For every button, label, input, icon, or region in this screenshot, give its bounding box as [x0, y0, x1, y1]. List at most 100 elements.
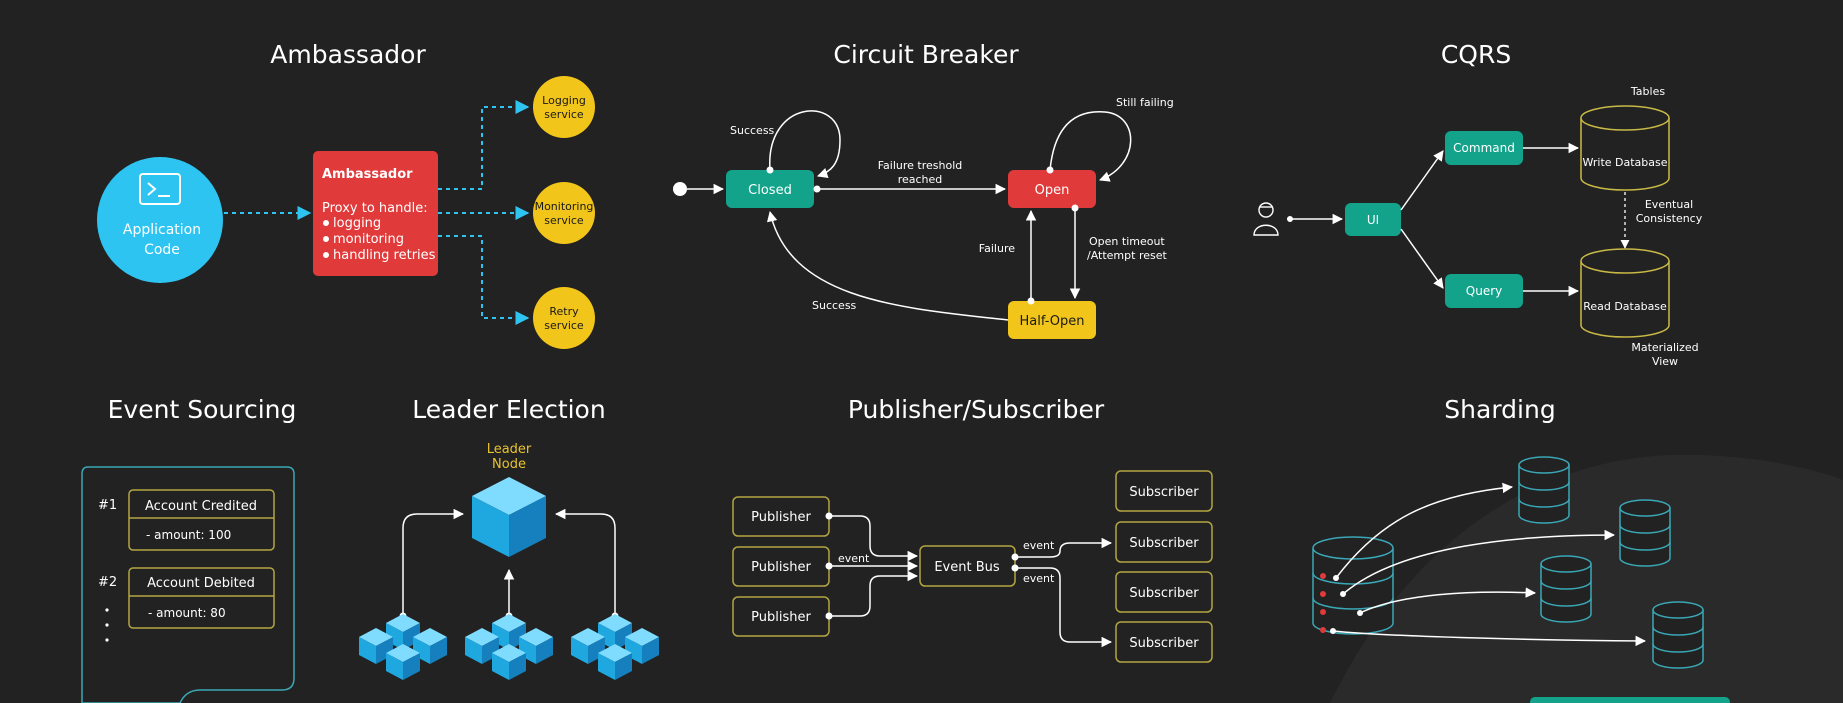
sharding-title: Sharding: [1444, 395, 1555, 424]
ambassador-section: Ambassador Application Code Ambassador P…: [97, 40, 595, 349]
event-log-document: [81, 466, 295, 703]
subscriber-label-4: Subscriber: [1129, 636, 1199, 651]
ambassador-bullet-logging: logging: [333, 216, 381, 231]
retry-service-node: [533, 287, 595, 349]
terminal-icon: [139, 173, 181, 205]
node-cluster-right: [571, 614, 659, 680]
monitoring-service-label-2: service: [544, 214, 584, 227]
logging-service-label-2: service: [544, 108, 584, 121]
loop-dot: [766, 166, 774, 174]
publisher-1-arrow: [829, 515, 919, 562]
materialized-label-1: Materialized: [1631, 341, 1698, 354]
user-icon: [1253, 202, 1279, 236]
event-1-number: #1: [98, 498, 117, 513]
bus-to-sub-4-arrow: [1015, 567, 1113, 648]
subscriber-box-3: [1115, 571, 1213, 613]
half-open-to-closed-arrow: [766, 210, 1009, 321]
edge-dot: [825, 562, 833, 570]
ambassador-bullet-monitoring: monitoring: [333, 232, 404, 247]
ellipsis-dot: [105, 638, 109, 642]
monitoring-service-label-1: Monitoring: [535, 200, 594, 213]
edge-dot: [1011, 564, 1019, 572]
success-top-label: Success: [730, 124, 775, 137]
publisher-3-arrow: [829, 570, 919, 617]
node-cluster-left: [359, 614, 447, 680]
half-open-label: Half-Open: [1020, 314, 1085, 329]
event-out-label-2: event: [1023, 572, 1055, 585]
edge-dot: [1027, 297, 1035, 305]
shard-database-icon-1: [1518, 456, 1570, 524]
eventual-label-1: Eventual: [1645, 198, 1693, 211]
pubsub-title: Publisher/Subscriber: [848, 395, 1105, 424]
event-out-label-1: event: [1023, 539, 1055, 552]
leader-node-cube: [472, 477, 546, 557]
ui-to-command-arrow: [1400, 150, 1444, 211]
shard-key-dot: [1320, 609, 1326, 615]
edge-dot: [1330, 628, 1336, 634]
shard-key-dot: [1320, 591, 1326, 597]
subscriber-box-4: [1115, 621, 1213, 663]
shard-database-icon-4: [1652, 601, 1704, 669]
edge-dot: [1071, 204, 1079, 212]
main-database-icon: [1312, 536, 1394, 635]
write-database-label: Write Database: [1582, 156, 1667, 169]
node-cluster-center: [465, 614, 553, 680]
closed-label: Closed: [748, 183, 792, 198]
cqrs-section: CQRS UI Command Query Tables Write Datab…: [1253, 40, 1703, 368]
edge-dot: [813, 185, 821, 193]
event-bus-label: Event Bus: [934, 560, 1000, 575]
edge-dot: [1340, 591, 1346, 597]
application-code-label-1: Application: [123, 222, 201, 238]
closed-state: [726, 170, 814, 208]
eventual-label-2: Consistency: [1636, 212, 1703, 225]
open-timeout-label-2: /Attempt reset: [1087, 249, 1167, 262]
ui-node: [1345, 203, 1401, 236]
subscriber-label-3: Subscriber: [1129, 586, 1199, 601]
edge-dot: [1287, 216, 1293, 222]
shard-database-icon-2: [1619, 499, 1671, 567]
shard-arrow-4: [1332, 630, 1647, 647]
event-sourcing-title: Event Sourcing: [108, 395, 297, 424]
subscriber-label-2: Subscriber: [1129, 536, 1199, 551]
shard-database-icon-3: [1540, 555, 1592, 623]
bullet-dot: [323, 252, 329, 258]
retry-service-label-1: Retry: [549, 305, 579, 318]
leader-label-2: Node: [492, 457, 526, 472]
ambassador-box-title: Ambassador: [322, 167, 413, 182]
event-1-detail: - amount: 100: [146, 528, 231, 542]
retry-service-label-2: service: [544, 319, 584, 332]
shard-arrow-1: [1335, 482, 1514, 579]
corner-bar: [1530, 697, 1730, 703]
success-bottom-label: Success: [812, 299, 857, 312]
leader-election-title: Leader Election: [412, 395, 605, 424]
query-label: Query: [1466, 284, 1502, 298]
application-code-label-2: Code: [144, 242, 180, 258]
edge-dot: [1011, 553, 1019, 561]
read-database-label: Read Database: [1583, 300, 1667, 313]
to-logging-arrow: [438, 100, 530, 190]
pubsub-section: Publisher/Subscriber Publisher Publisher…: [732, 395, 1213, 663]
sharding-section: Sharding: [1312, 395, 1704, 669]
edge-dot: [1333, 575, 1339, 581]
edge-dot: [825, 512, 833, 520]
shard-arrow-2: [1342, 529, 1616, 595]
publisher-label-2: Publisher: [751, 560, 811, 575]
ambassador-title: Ambassador: [270, 40, 426, 69]
query-node: [1445, 274, 1523, 308]
publisher-label-1: Publisher: [751, 510, 811, 525]
command-node: [1445, 131, 1523, 165]
ui-to-query-arrow: [1400, 228, 1444, 289]
logging-service-node: [533, 76, 595, 138]
event-in-label: event: [838, 552, 870, 565]
event-2-detail: - amount: 80: [148, 606, 226, 620]
open-self-loop: [1049, 111, 1132, 182]
ellipsis-dot: [105, 623, 109, 627]
edge-dot: [825, 612, 833, 620]
open-state: [1008, 170, 1096, 208]
ambassador-bullet-retries: handling retries: [333, 248, 436, 263]
bus-to-sub-2-arrow: [1015, 537, 1113, 558]
write-database-icon: [1580, 105, 1670, 191]
ellipsis-dot: [105, 608, 109, 612]
still-failing-label: Still failing: [1116, 96, 1174, 109]
